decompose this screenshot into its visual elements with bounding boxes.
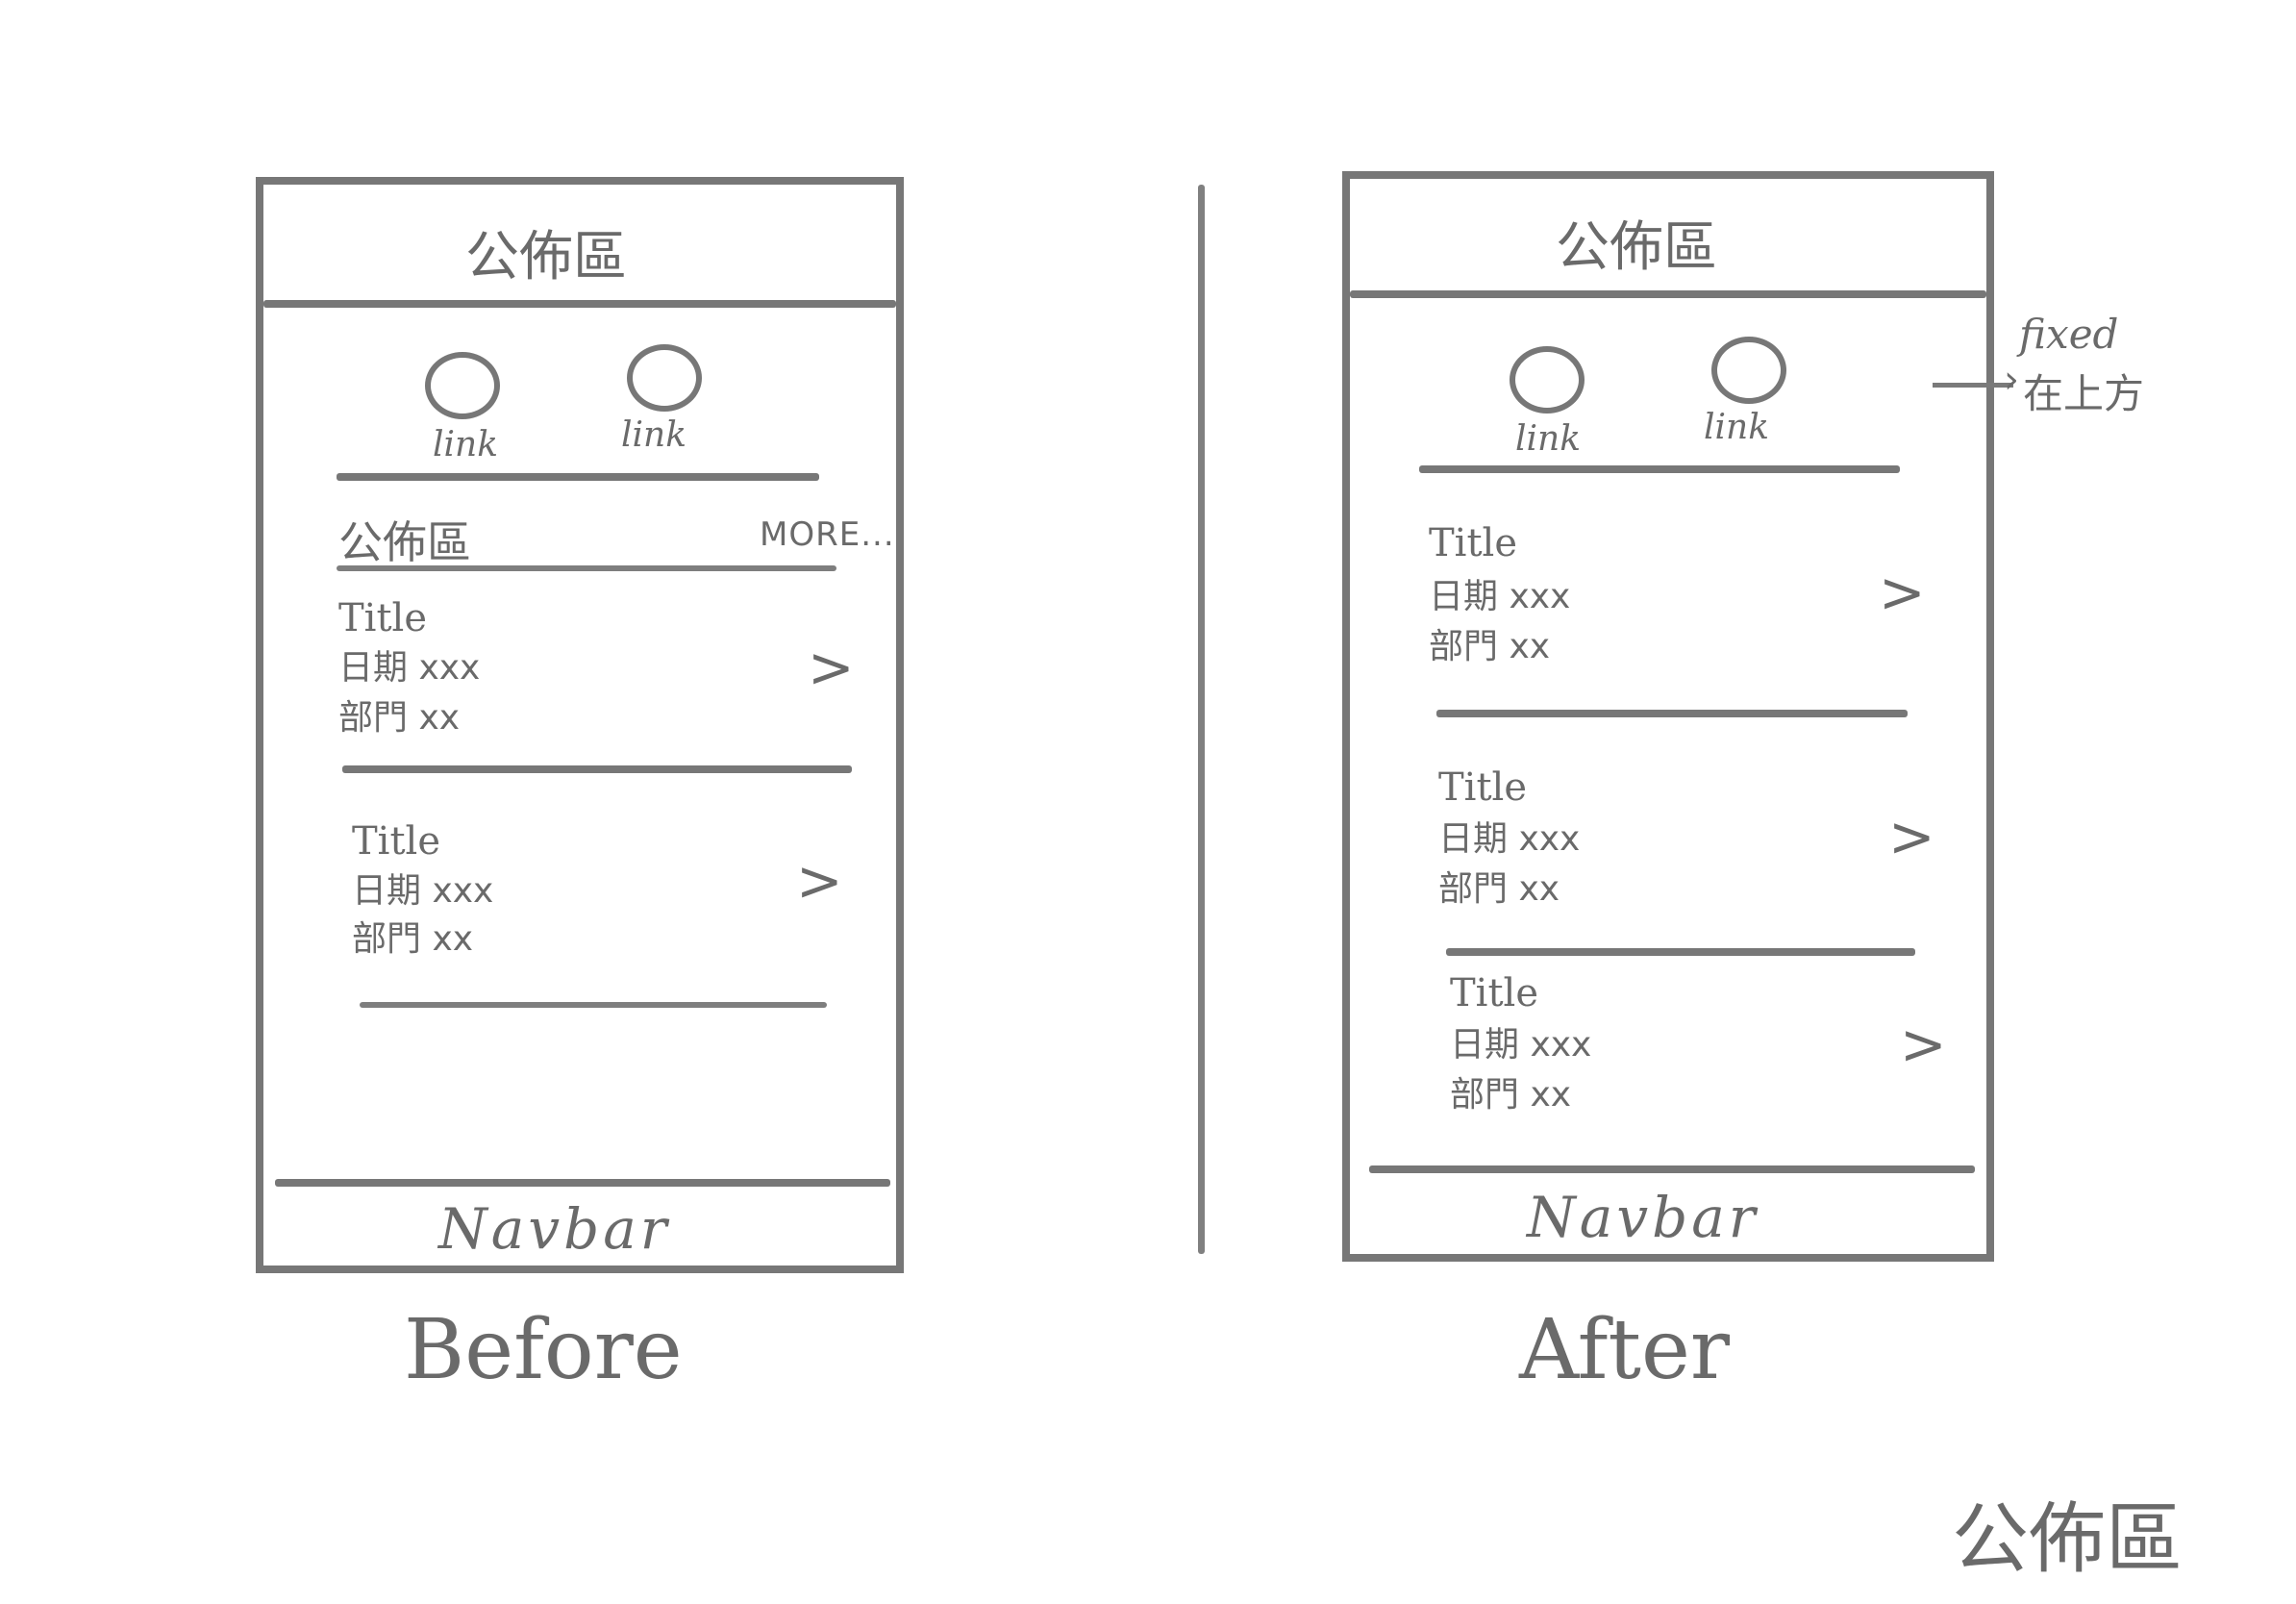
after-item-1-date: 日期 xxx	[1429, 577, 1571, 616]
after-navbar-divider	[1369, 1165, 1975, 1173]
before-more-link[interactable]: MORE...	[760, 515, 895, 554]
before-link-label-1[interactable]: link	[433, 425, 499, 464]
before-item-1-chevron-icon[interactable]: >	[808, 635, 855, 700]
after-item-1-title: Title	[1429, 521, 1518, 565]
before-item-1-dept: 部門 xx	[338, 698, 461, 738]
after-link-label-2[interactable]: link	[1704, 408, 1770, 447]
annotation-arrow-head-icon: ›	[2004, 358, 2019, 402]
before-item-2-divider	[360, 1002, 827, 1008]
before-section-divider	[337, 565, 836, 571]
annotation-arrow-line	[1933, 383, 2013, 388]
before-item-2-title: Title	[352, 819, 441, 864]
corner-label: 公佈區	[1952, 1494, 2183, 1584]
before-link-icon-1[interactable]	[425, 352, 500, 419]
before-item-2-chevron-icon[interactable]: >	[796, 848, 843, 914]
after-link-icon-2[interactable]	[1711, 337, 1786, 404]
after-caption: After	[1519, 1302, 1730, 1398]
after-item-1-dept: 部門 xx	[1429, 627, 1551, 666]
before-navbar-divider	[275, 1179, 890, 1187]
after-item-2-dept: 部門 xx	[1438, 869, 1560, 909]
before-item-2-dept: 部門 xx	[352, 919, 474, 959]
after-item-3-title: Title	[1450, 971, 1539, 1015]
after-item-1-chevron-icon[interactable]: >	[1879, 560, 1926, 625]
annotation-fixed: fixed	[2019, 311, 2119, 358]
before-item-1-date: 日期 xxx	[338, 648, 481, 688]
before-item-1-divider	[342, 765, 852, 773]
before-item-2-date: 日期 xxx	[352, 871, 494, 911]
before-phone-frame: 公佈區 link link 公佈區 MORE... Title 日期 xxx 部…	[256, 177, 904, 1273]
center-divider	[1198, 185, 1205, 1254]
after-header-title: 公佈區	[1556, 216, 1717, 279]
after-link-label-1[interactable]: link	[1515, 419, 1582, 459]
after-phone-frame: 公佈區 link link Title 日期 xxx 部門 xx > Title…	[1342, 171, 1994, 1262]
before-caption: Before	[404, 1302, 683, 1398]
before-item-1-title: Title	[338, 596, 428, 640]
after-item-3-chevron-icon[interactable]: >	[1900, 1012, 1947, 1077]
before-section-title: 公佈區	[338, 516, 471, 568]
annotation-on-top: 在上方	[2023, 370, 2145, 417]
after-item-2-title: Title	[1438, 765, 1528, 810]
before-navbar[interactable]: Navbar	[438, 1196, 671, 1262]
before-link-icon-2[interactable]	[627, 344, 702, 412]
after-item-3-date: 日期 xxx	[1450, 1025, 1592, 1065]
before-header-title: 公佈區	[465, 226, 627, 288]
after-item-2-chevron-icon[interactable]: >	[1888, 804, 1935, 869]
after-header-divider	[1350, 290, 1986, 298]
after-item-2-divider	[1446, 948, 1915, 956]
after-item-3-dept: 部門 xx	[1450, 1075, 1572, 1115]
before-links-divider	[337, 473, 819, 481]
after-link-icon-1[interactable]	[1510, 346, 1585, 414]
after-item-2-date: 日期 xxx	[1438, 819, 1581, 859]
after-navbar[interactable]: Navbar	[1527, 1185, 1759, 1250]
before-header-divider	[263, 300, 896, 308]
after-item-1-divider	[1436, 710, 1908, 717]
after-links-divider	[1419, 465, 1900, 473]
before-link-label-2[interactable]: link	[621, 415, 687, 455]
